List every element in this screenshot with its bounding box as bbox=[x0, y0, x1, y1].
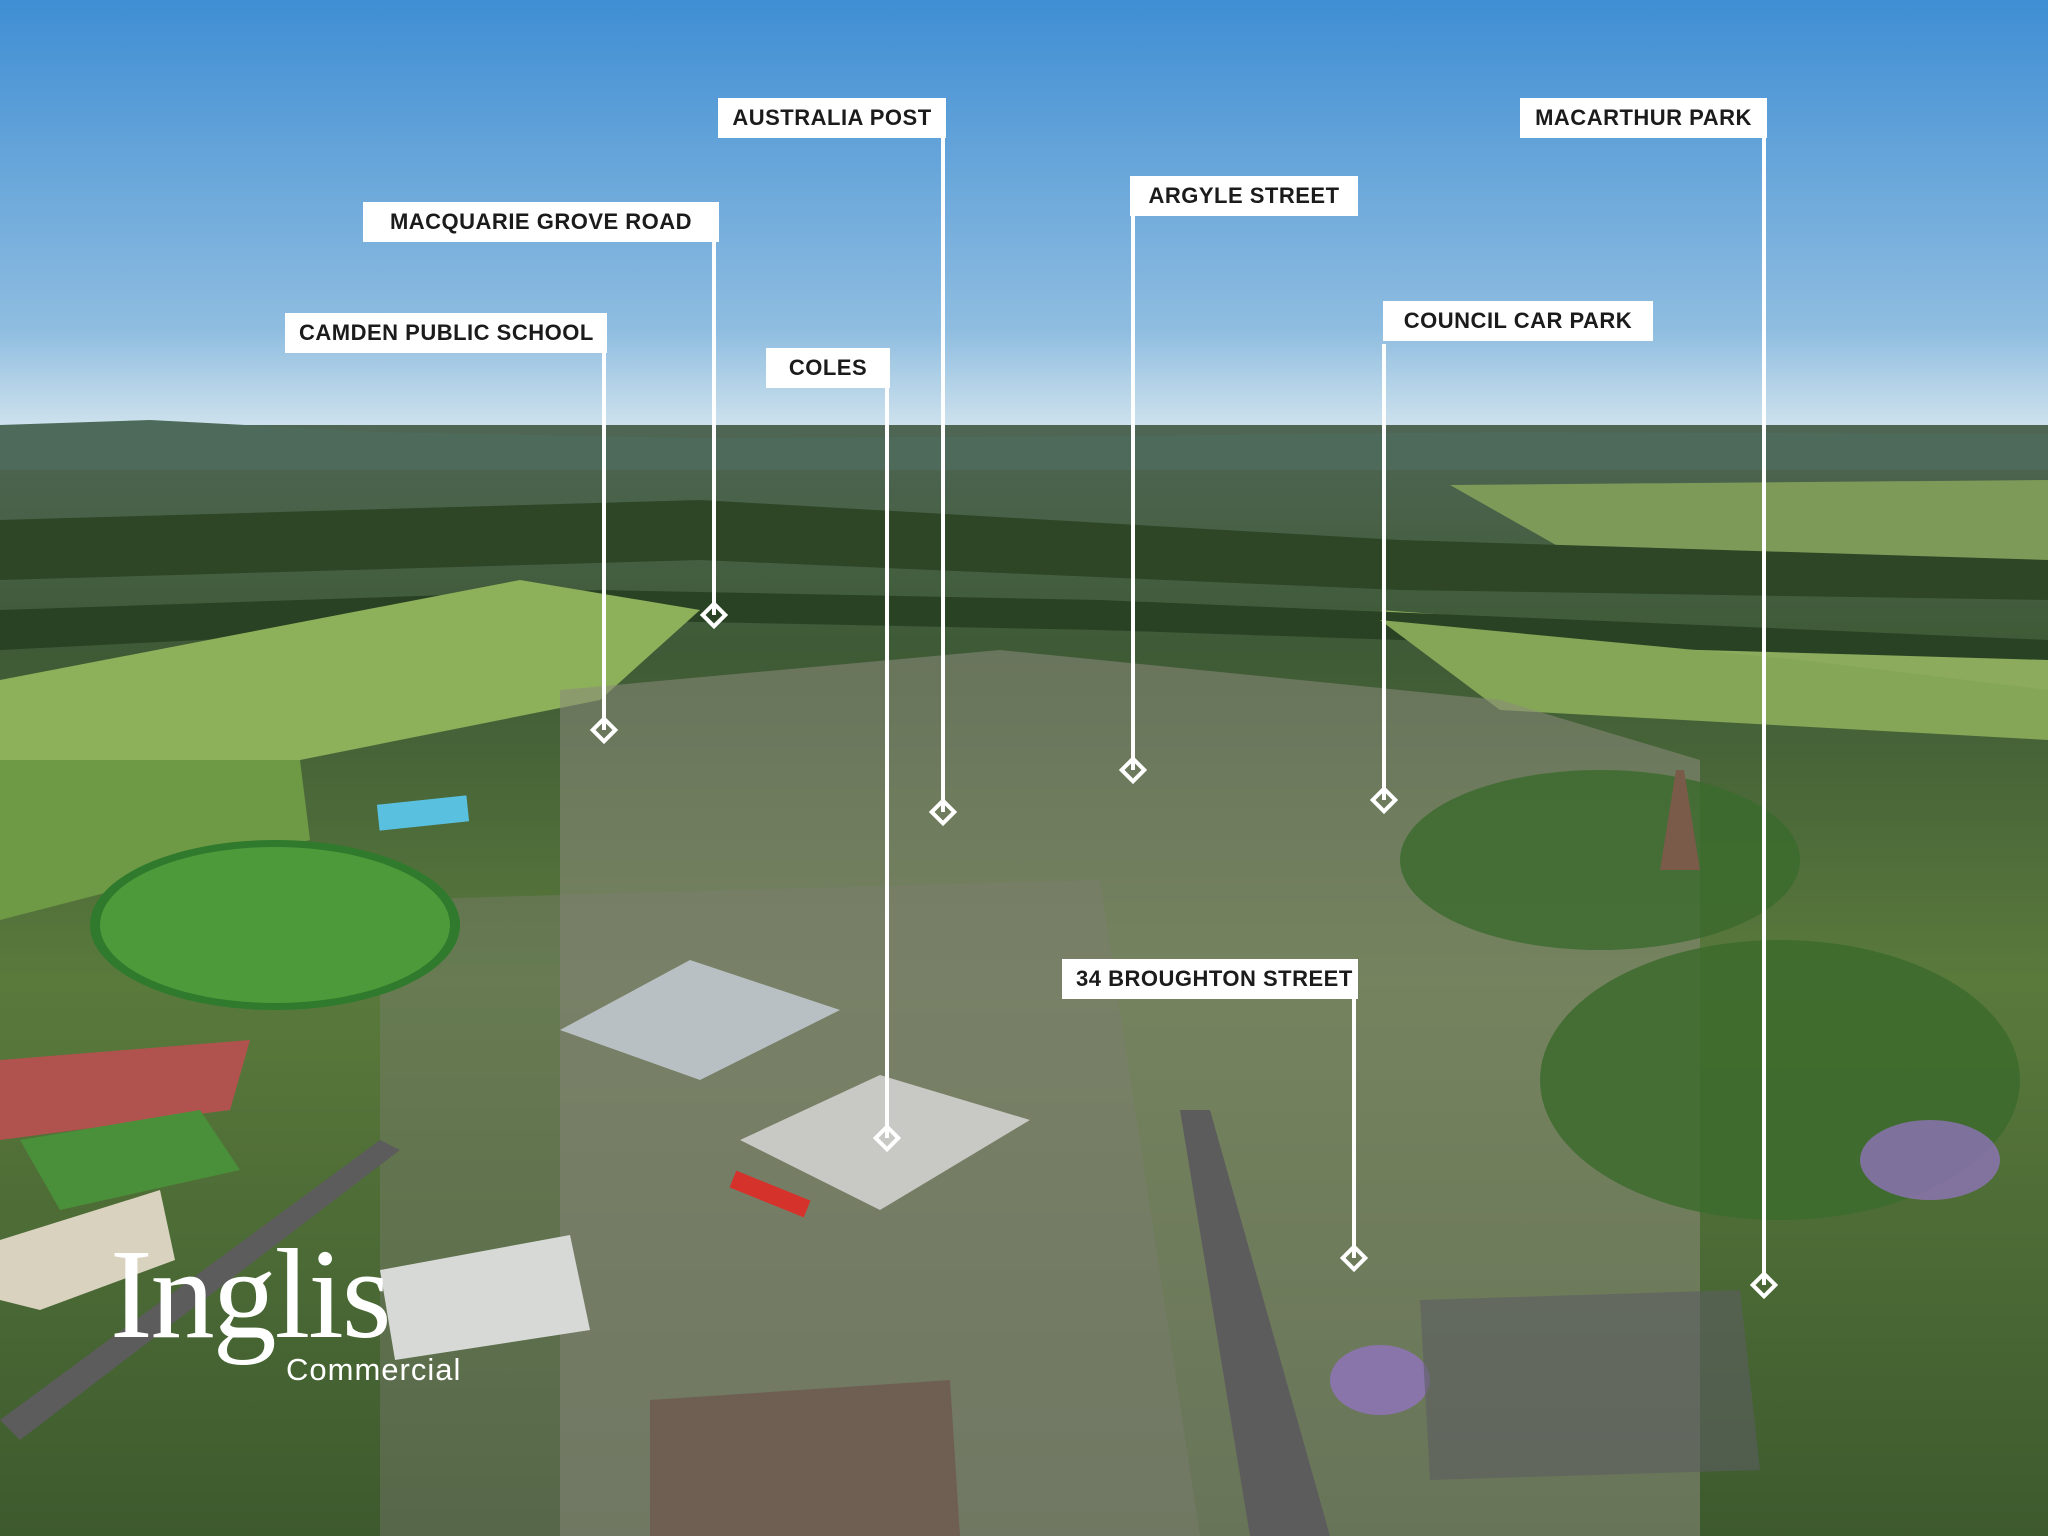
sand-arena bbox=[0, 1190, 175, 1310]
marker-diamond bbox=[1339, 1243, 1369, 1273]
label-broughton-street: 34 BROUGHTON STREET bbox=[1062, 959, 1358, 999]
label-macquarie-grove-road: MACQUARIE GROVE ROAD bbox=[363, 202, 719, 242]
label-argyle-street: ARGYLE STREET bbox=[1130, 176, 1358, 216]
label-macarthur-park: MACARTHUR PARK bbox=[1520, 98, 1767, 138]
brand-subtitle: Commercial bbox=[286, 1352, 462, 1387]
marker-diamond bbox=[1749, 1270, 1779, 1300]
building-roof bbox=[380, 1235, 590, 1360]
marker-diamond bbox=[928, 797, 958, 827]
label-camden-public-school: CAMDEN PUBLIC SCHOOL bbox=[285, 313, 607, 353]
side-road bbox=[0, 1140, 400, 1440]
label-australia-post: AUSTRALIA POST bbox=[718, 98, 946, 138]
red-shopfront bbox=[729, 1170, 811, 1218]
bowling-green bbox=[20, 1110, 240, 1210]
townhouses bbox=[650, 1380, 960, 1536]
swimming-pool bbox=[376, 795, 470, 831]
marker-diamond bbox=[589, 715, 619, 745]
jacaranda-trees bbox=[1860, 1120, 2000, 1200]
marker-diamond bbox=[1118, 755, 1148, 785]
marker-diamond bbox=[1369, 785, 1399, 815]
supermarket-roof bbox=[740, 1075, 1030, 1210]
tree-band bbox=[0, 500, 2048, 600]
green-field bbox=[0, 760, 310, 920]
right-field bbox=[1380, 620, 2048, 740]
tree-cluster bbox=[1400, 770, 1800, 950]
shopping-centre-roof bbox=[560, 960, 840, 1080]
houses bbox=[1420, 1290, 1760, 1480]
label-council-car-park: COUNCIL CAR PARK bbox=[1383, 301, 1653, 341]
sports-oval-field bbox=[100, 847, 450, 1003]
label-coles: COLES bbox=[766, 348, 890, 388]
brand-logo: Inglis Commercial bbox=[110, 1230, 461, 1388]
brand-name: Inglis bbox=[110, 1223, 392, 1365]
church-spire bbox=[1660, 770, 1700, 870]
marker-diamond bbox=[872, 1123, 902, 1153]
marker-diamond bbox=[699, 600, 729, 630]
main-road bbox=[1180, 1110, 1330, 1536]
sky bbox=[0, 0, 2048, 440]
jacaranda-trees bbox=[1330, 1345, 1430, 1415]
distant-hills bbox=[0, 420, 2048, 470]
